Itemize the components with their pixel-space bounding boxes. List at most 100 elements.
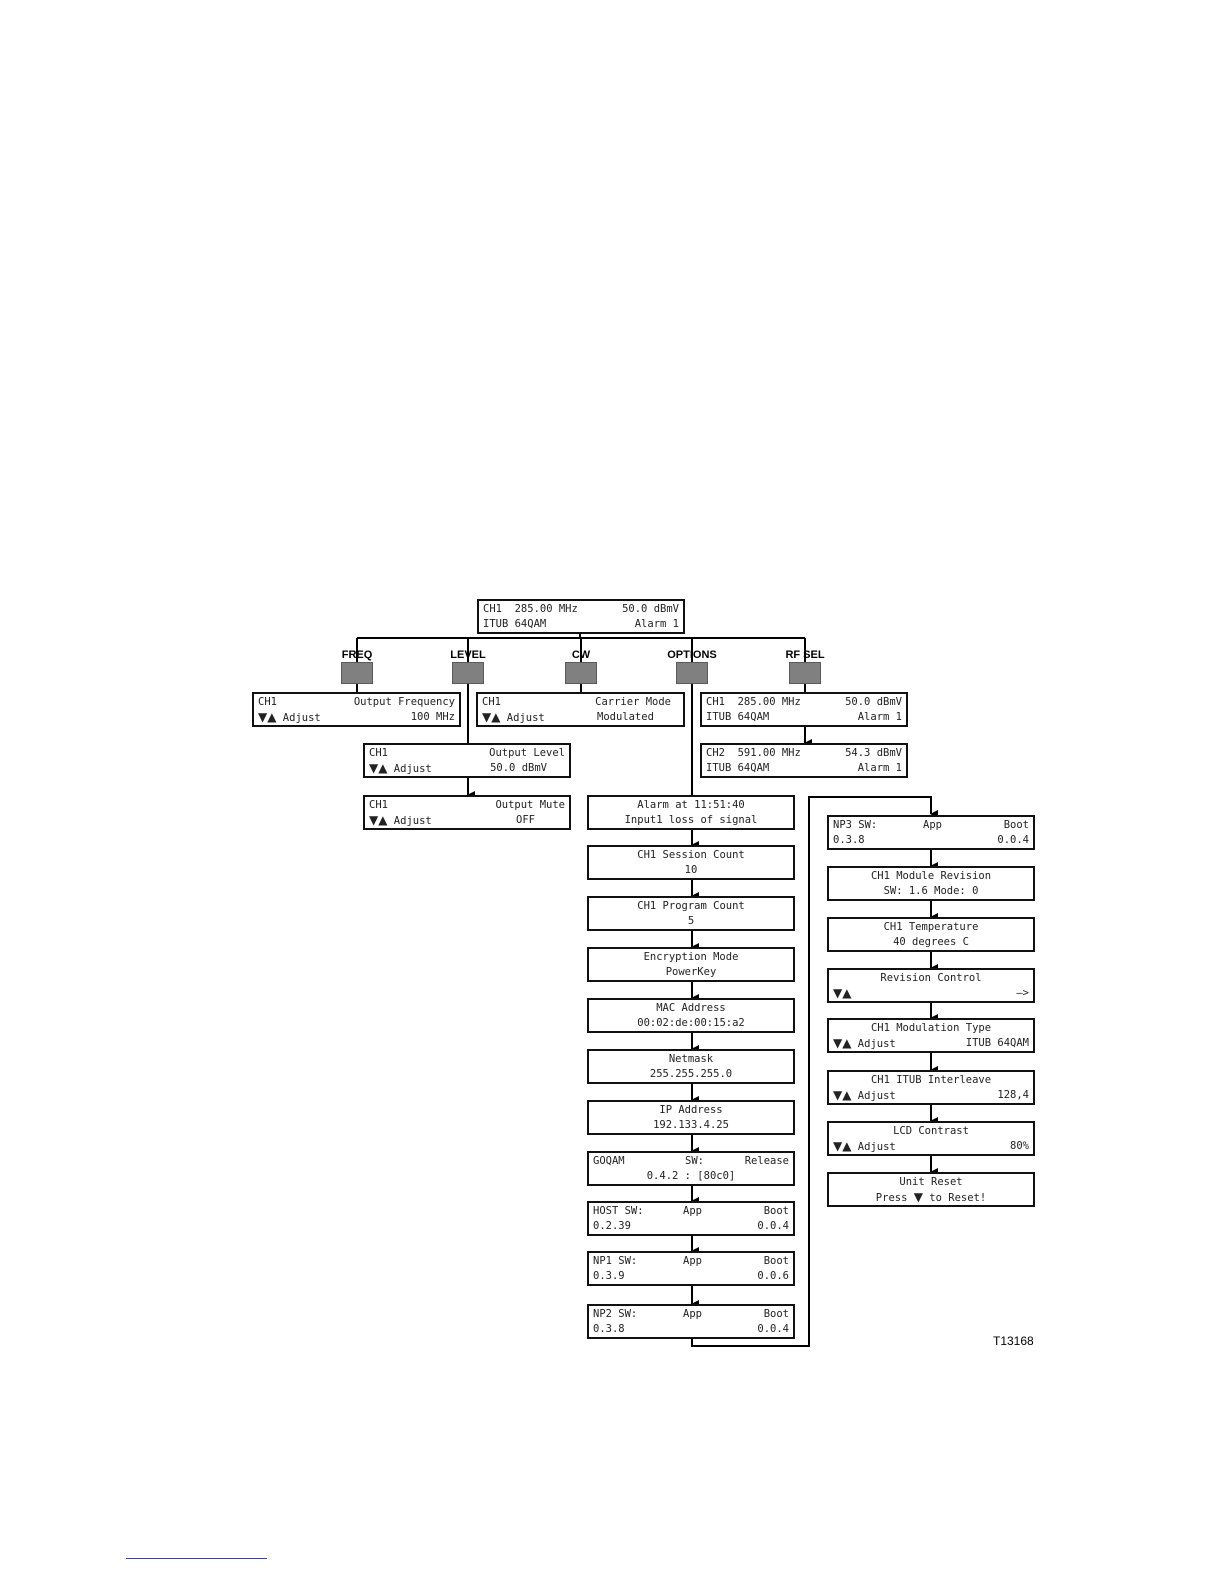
np1-sw-line2-right: 0.0.6 [757,1270,789,1282]
host-sw-line1-right: Boot [763,1205,789,1217]
gqam-line2: 0.4.2 : [80c0] [646,1170,736,1182]
lcd-contrast-line2-right: 80% [1010,1140,1029,1152]
module-revision-display: CH1 Module Revision SW: 1.6 Mode: 0 [827,866,1035,901]
freq-key[interactable] [341,662,373,684]
freq-line1-left: CH1 [258,696,277,708]
figure-id: T13168 [993,1334,1034,1348]
temperature-line1: CH1 Temperature [883,921,979,933]
footnote-rule [126,1558,267,1559]
level-line1-left: CH1 [369,747,388,759]
host-sw-line2-left: 0.2.39 [593,1220,631,1232]
freq-key-label: FREQ [341,649,373,661]
mute-line1-right: Output Mute [495,799,565,811]
encryption-mode-display: Encryption Mode PowerKey [587,947,795,982]
interleave-line2-left: Adjust [857,1090,896,1102]
program-count-line1: CH1 Program Count [637,900,745,912]
modulation-type-line2-left: Adjust [857,1038,896,1050]
mute-line2-right: OFF [516,814,535,826]
rfsel-ch1-line2-left: ITUB 64QAM [706,711,770,723]
np1-sw-line1-left: NP1 SW: [593,1255,638,1267]
np3-sw-line1-left: NP3 SW: [833,819,878,831]
home-line2-right: Alarm 1 [634,618,679,630]
options-key-label: OPTIONS [667,649,717,661]
home-line2-left: ITUB 64QAM [483,618,547,630]
mac-address-display: MAC Address 00:02:de:00:15:a2 [587,998,795,1033]
unit-reset-line2-left: Press [875,1192,908,1204]
level-line1-right: Output Level [489,747,565,759]
np2-sw-line1-right: Boot [763,1308,789,1320]
level-key-label: LEVEL [450,649,486,661]
down-up-arrow-icon: ▼▲ [833,986,852,1000]
down-arrow-icon: ▼ [913,1190,923,1204]
level-key[interactable] [452,662,484,684]
mute-line1-left: CH1 [369,799,388,811]
rfsel-ch2-line1-right: 54.3 dBmV [845,747,902,759]
cw-key-label: CW [571,649,591,661]
alarm-line1: Alarm at 11:51:40 [637,799,745,811]
modulation-type-line2-right: ITUB 64QAM [965,1037,1029,1049]
np3-sw-line2-left: 0.3.8 [833,834,865,846]
down-up-arrow-icon: ▼▲ [258,710,277,724]
lcd-contrast-line2-left: Adjust [857,1141,896,1153]
down-up-arrow-icon: ▼▲ [833,1036,852,1050]
netmask-display: Netmask 255.255.255.0 [587,1049,795,1084]
freq-line2-right: 100 MHz [410,711,455,723]
interleave-line1: CH1 ITUB Interleave [870,1074,992,1086]
rfsel-ch2-line2-right: Alarm 1 [857,762,902,774]
session-count-line1: CH1 Session Count [637,849,745,861]
netmask-line2: 255.255.255.0 [649,1068,733,1080]
ip-address-display: IP Address 192.133.4.25 [587,1100,795,1135]
level-line2-right: 50.0 dBmV [490,762,547,774]
unit-reset-line2-right: to Reset! [929,1192,987,1204]
cw-line1-right: Carrier Mode [595,696,671,708]
cw-line2-right: Modulated [597,711,654,723]
down-up-arrow-icon: ▼▲ [833,1088,852,1102]
cw-key[interactable] [565,662,597,684]
np1-sw-line1-mid: App [683,1255,702,1267]
level-line2-left: Adjust [393,763,432,775]
down-up-arrow-icon: ▼▲ [369,813,388,827]
np2-sw-line1-mid: App [683,1308,702,1320]
session-count-line2: 10 [684,864,698,876]
np3-sw-line1-mid: App [923,819,942,831]
rfsel-ch1-line1-right: 50.0 dBmV [845,696,902,708]
host-sw-line1-mid: App [683,1205,702,1217]
freq-line2-left: Adjust [282,712,321,724]
module-revision-line2: SW: 1.6 Mode: 0 [883,885,979,897]
np2-sw-line2-left: 0.3.8 [593,1323,625,1335]
rfsel-ch2-line2-left: ITUB 64QAM [706,762,770,774]
module-revision-line1: CH1 Module Revision [870,870,992,882]
rfsel-ch1-line1-left: CH1 285.00 MHz [706,696,801,708]
np1-sw-line1-right: Boot [763,1255,789,1267]
gqam-line1-left: GOQAM [593,1155,625,1167]
down-up-arrow-icon: ▼▲ [833,1139,852,1153]
rfsel-ch1-display: CH1 285.00 MHz 50.0 dBmV ITUB 64QAM Alarm … [700,692,908,727]
np2-sw-line2-right: 0.0.4 [757,1323,789,1335]
right-arrow-icon: —> [1016,987,1029,999]
np3-sw-line2-right: 0.0.4 [997,834,1029,846]
host-sw-line1-left: HOST SW: [593,1205,644,1217]
rfsel-key-label: RF SEL [785,649,825,661]
alarm-display: Alarm at 11:51:40 Input1 loss of signal [587,795,795,830]
rfsel-ch1-line2-right: Alarm 1 [857,711,902,723]
encryption-mode-line1: Encryption Mode [643,951,739,963]
options-key[interactable] [676,662,708,684]
rfsel-key[interactable] [789,662,821,684]
ip-address-line2: 192.133.4.25 [653,1119,729,1131]
lcd-contrast-line1: LCD Contrast [893,1125,969,1137]
revision-control-line1: Revision Control [880,972,982,984]
unit-reset-line1: Unit Reset [899,1176,963,1188]
